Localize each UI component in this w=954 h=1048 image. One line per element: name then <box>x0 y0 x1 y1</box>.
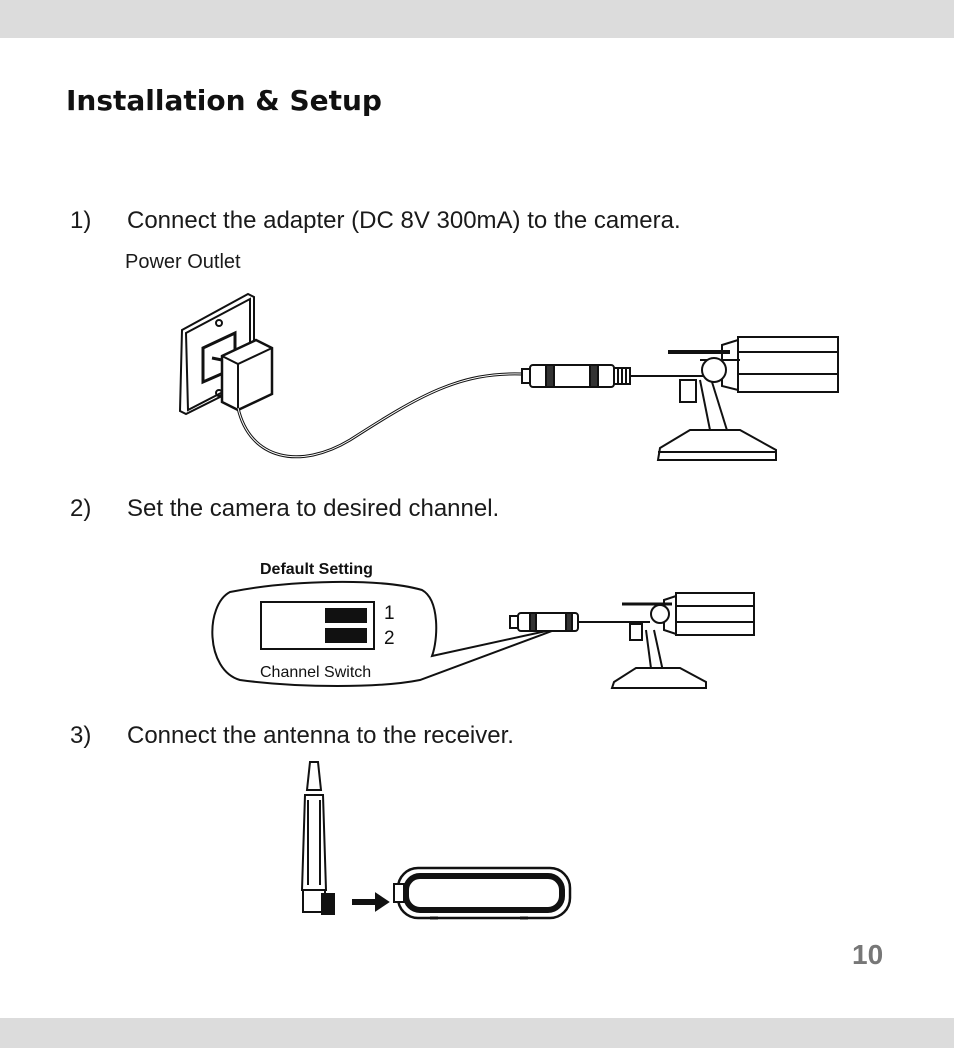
step-3-number: 3) <box>70 722 92 749</box>
default-setting-label: Default Setting <box>260 561 373 578</box>
step-1-number: 1) <box>70 207 92 234</box>
channel-switch-label: Channel Switch <box>260 664 371 681</box>
page-number: 10 <box>852 939 884 970</box>
footer-band <box>0 1018 954 1048</box>
step-1-text: Connect the adapter (DC 8V 300mA) to the… <box>127 207 681 234</box>
step-3-text: Connect the antenna to the receiver. <box>127 722 514 749</box>
header-band <box>0 0 954 38</box>
step-2-number: 2) <box>70 495 92 522</box>
switch-position-1: 1 <box>384 603 395 624</box>
step-2-text: Set the camera to desired channel. <box>127 495 500 522</box>
switch-position-2: 2 <box>384 628 395 649</box>
power-outlet-label: Power Outlet <box>125 251 241 273</box>
page-title: Installation & Setup <box>66 84 382 117</box>
